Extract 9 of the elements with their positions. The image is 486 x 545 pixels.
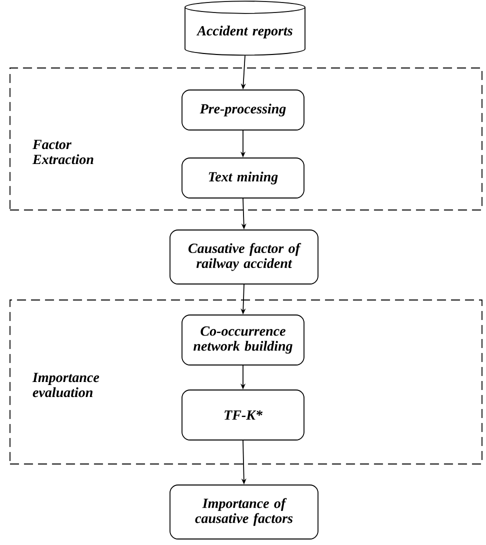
- process-box: TF-K*: [182, 390, 304, 440]
- group-label: Factor Extraction: [32, 140, 94, 164]
- data-cylinder: Accident reports: [184, 0, 306, 56]
- process-box: Importance of causative factors: [170, 484, 318, 540]
- process-box: Causative factor of railway accident: [170, 230, 318, 284]
- process-box: Pre-processing: [182, 90, 304, 130]
- group-label: Importance evaluation: [32, 372, 100, 398]
- process-box: Co-occurrence network building: [182, 314, 304, 366]
- process-box: Text mining: [182, 158, 304, 198]
